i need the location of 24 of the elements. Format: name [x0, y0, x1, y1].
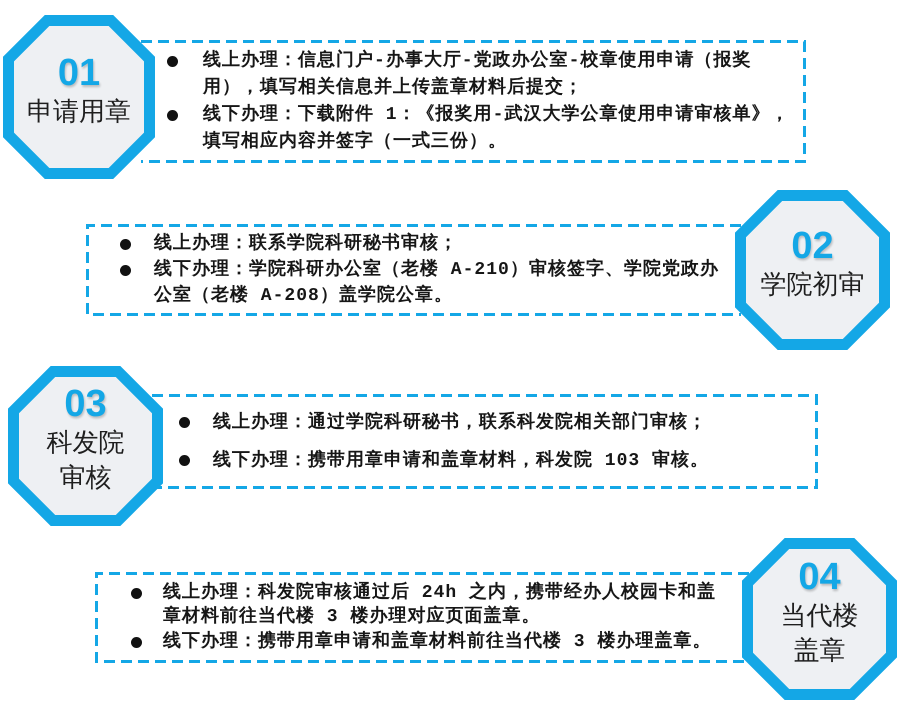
step-title: 当代楼盖章	[779, 599, 860, 667]
step-number: 02	[791, 224, 834, 266]
step-title: 学院初审	[760, 268, 864, 300]
step-title: 申请用章	[27, 94, 131, 128]
list-item-text: 线下办理：下载附件 1：《报奖用-武汉大学公章使用申请审核单》，填写相应内容并签字（一式三份）。	[203, 102, 790, 154]
list-item-text: 线下办理：携带用章申请和盖章材料，科发院 103 审核。	[213, 448, 710, 472]
step-number: 03	[64, 383, 107, 425]
list-item-text: 线上办理：联系学院科研秘书审核；	[154, 231, 458, 256]
octagon-step-badge	[8, 366, 163, 526]
dashed-info-panel	[86, 224, 741, 316]
list-item-text: 线上办理：信息门户-办事大厅-党政办公室-校章使用申请（报奖用），填写相关信息并上传盖章材料后提交；	[203, 48, 752, 100]
step-title: 科发院审核	[45, 426, 126, 494]
octagon-step-badge	[735, 190, 890, 350]
list-item-text: 线下办理：携带用章申请和盖章材料前往当代楼 3 楼办理盖章。	[163, 630, 712, 654]
list-item-text: 线上办理：通过学院科研秘书，联系科发院相关部门审核；	[213, 410, 707, 434]
list-item-text: 线下办理：学院科研办公室（老楼 A-210）审核签字、学院党政办公室（老楼 A-208）盖学院公章。	[154, 257, 720, 308]
list-item-text: 线上办理：科发院审核通过后 24h 之内，携带经办人校园卡和盖章材料前往当代楼 3 楼办理对应页面盖章。	[163, 580, 718, 630]
octagon-step-badge	[742, 538, 897, 700]
octagon-step-badge	[3, 15, 155, 179]
step-number: 04	[798, 556, 841, 598]
dashed-info-panel	[95, 572, 749, 663]
step-number: 01	[58, 52, 100, 94]
dashed-info-panel	[141, 40, 806, 163]
dashed-info-panel	[152, 394, 818, 489]
